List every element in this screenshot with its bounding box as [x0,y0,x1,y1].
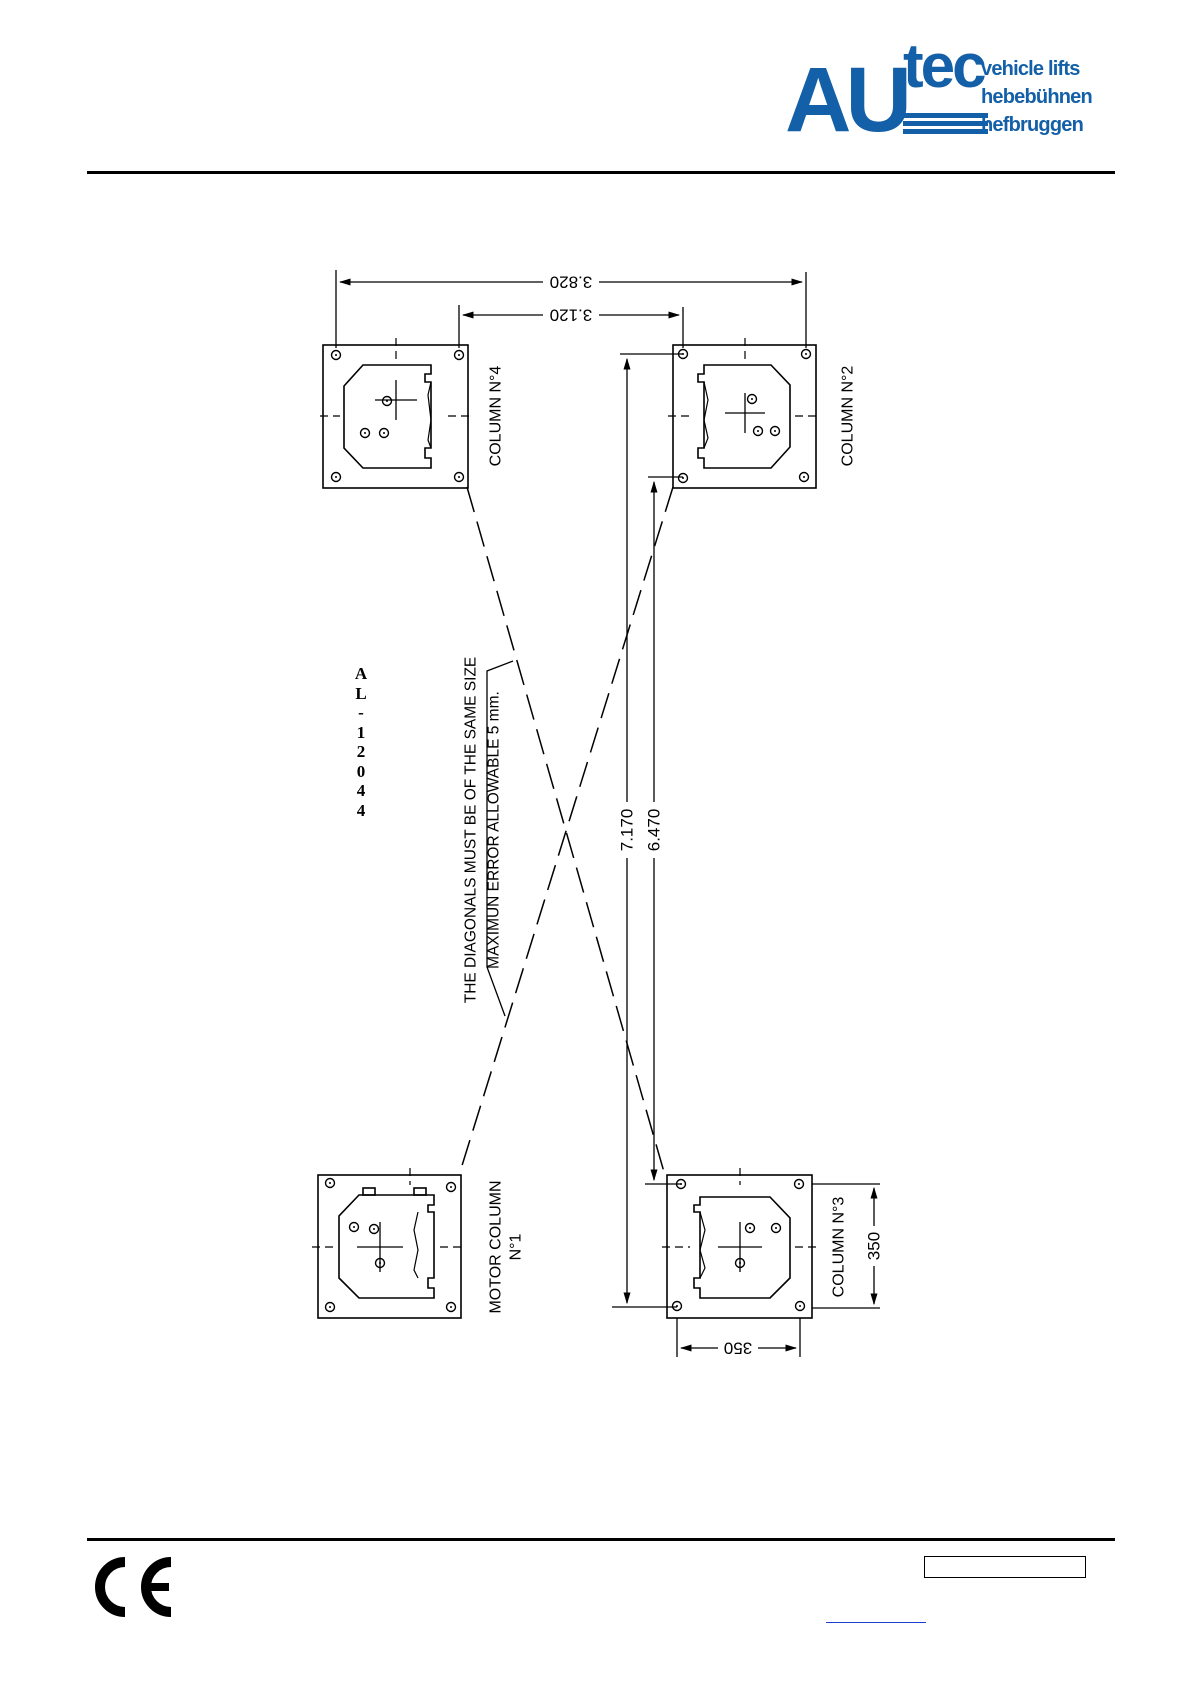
diagonals-note-line2: MAXIMUN ERROR ALLOWABLE 5 mm. [486,691,503,969]
model-code: A L - 1 2 0 4 4 [351,664,371,820]
footer-link[interactable] [826,1604,926,1623]
model-code-char: 4 [351,801,371,821]
motor-column-label-line1: MOTOR COLUMN [488,1180,505,1313]
dim-outer-width: 3.820 [550,273,593,292]
ce-mark-icon [87,1554,177,1620]
column-3-plate [662,1168,818,1318]
column-3-label: COLUMN N°3 [831,1197,848,1298]
footer-reference-box [924,1556,1086,1578]
dim-inner-width: 3.120 [550,306,593,325]
model-code-char: 0 [351,762,371,782]
model-code-char: 2 [351,742,371,762]
dim-plate-depth: 350 [865,1232,884,1260]
bolt-holes [326,350,811,1312]
dim-inner-length: 6.470 [645,809,664,852]
column-4-plate [320,338,472,488]
motor-column-label-line2: N°1 [508,1233,525,1260]
column-4-label: COLUMN N°4 [488,366,505,467]
dim-plate-width: 350 [724,1339,752,1358]
model-code-char: 4 [351,781,371,801]
motor-column-1-plate [312,1168,462,1318]
model-code-char: - [351,703,371,723]
column-2-plate [668,338,820,488]
model-code-char: 1 [351,723,371,743]
model-code-char: A [351,664,371,684]
column-2-label: COLUMN N°2 [840,366,857,467]
dim-outer-length: 7.170 [618,809,637,852]
footer-rule [87,1538,1115,1541]
model-code-char: L [351,684,371,704]
diagonals-note-line1: THE DIAGONALS MUST BE OF THE SAME SIZE [463,657,480,1004]
